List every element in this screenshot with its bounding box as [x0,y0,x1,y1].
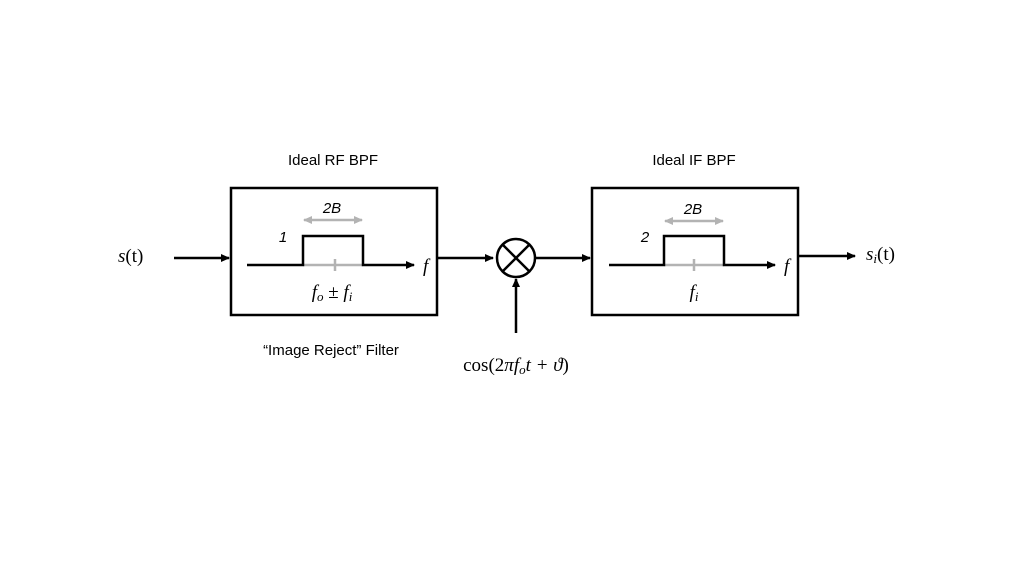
if-filter-block [590,186,800,317]
input-signal-label: s(t) [118,246,143,267]
if-bandwidth-label: 2B [683,201,702,218]
rf-gain-label: 1 [279,229,287,246]
if-axis-label: f [784,256,792,277]
rf-filter-title: Ideal RF BPF [288,152,378,169]
if-center-frequency-label: fi [690,282,699,304]
if-frequency-response [609,234,776,269]
output-signal-label: si(t) [866,244,895,266]
rf-center-frequency-label: fo ± fi [312,282,353,304]
rf-filter-caption: “Image Reject” Filter [263,342,399,359]
rf-bandwidth-label: 2B [322,200,341,217]
mixer-multiply-icon [495,237,537,279]
if-gain-label: 2 [640,229,650,246]
if-filter-title: Ideal IF BPF [652,152,735,169]
rf-filter-block [229,186,439,317]
rf-frequency-response [247,234,415,269]
local-oscillator-label: cos(2πfot + ϑ) [463,355,569,377]
rf-axis-label: f [423,256,431,277]
